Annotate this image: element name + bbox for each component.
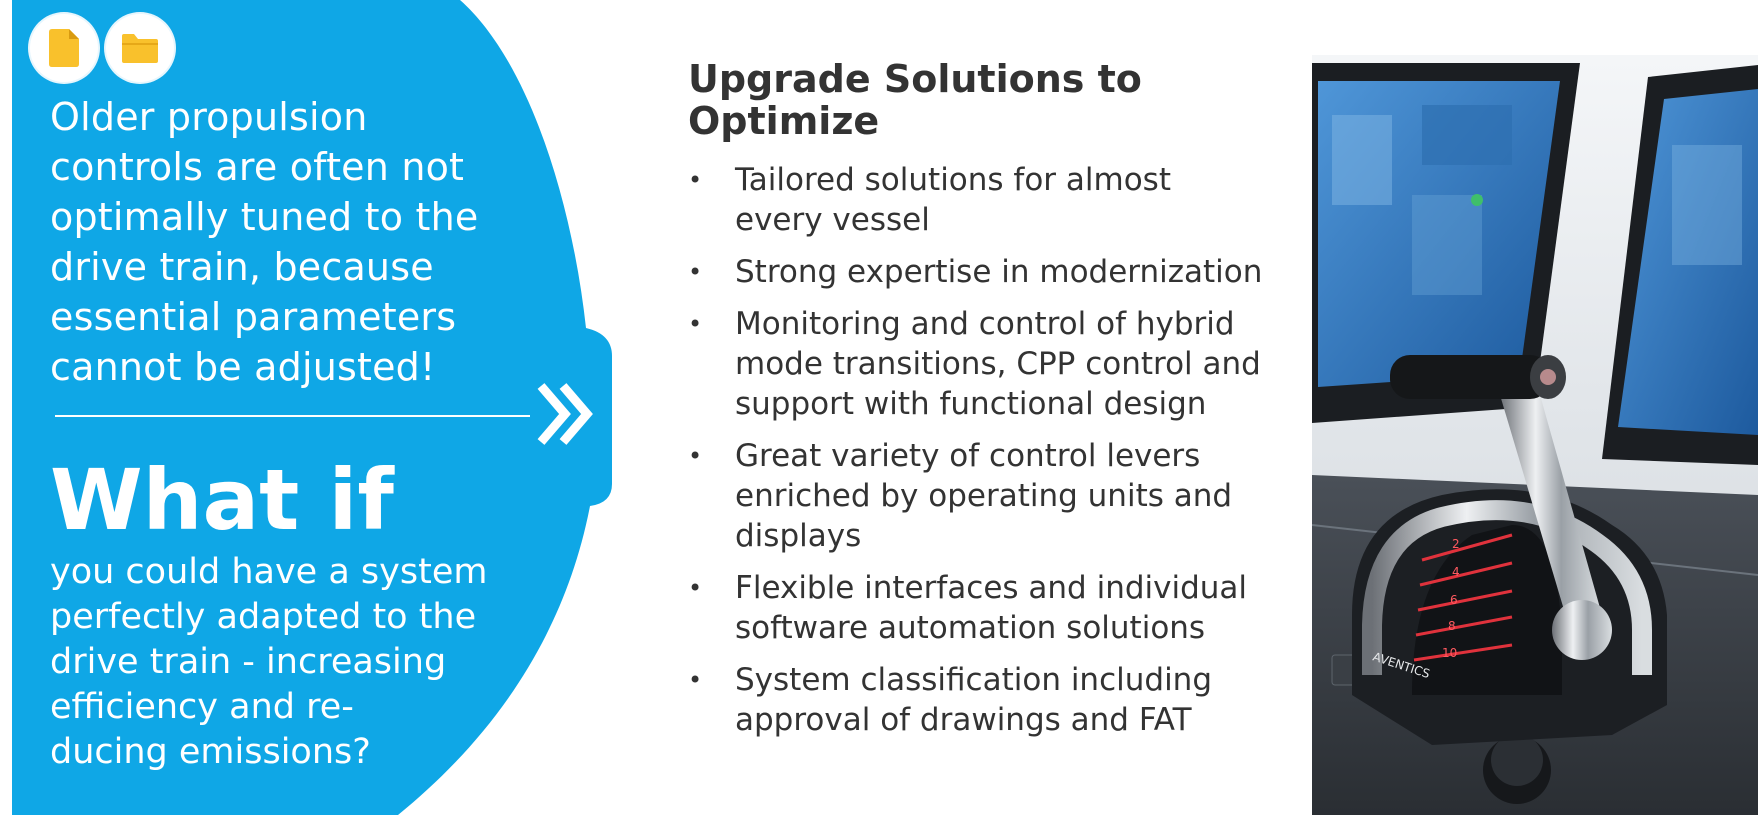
problem-line: drive train, because: [50, 245, 434, 289]
problem-line: essential parameters: [50, 295, 457, 339]
list-item-line: System classification including: [735, 662, 1213, 698]
list-item-line: Tailored solutions for almost: [735, 162, 1171, 198]
solutions-heading: Upgrade Solutions to Optimize: [688, 58, 1248, 142]
answer-line: drive train - increasing: [50, 642, 447, 682]
scale-label: 6: [1450, 593, 1458, 607]
right-monitor: [1602, 65, 1758, 465]
problem-line: controls are often not: [50, 145, 465, 189]
bullet: •: [688, 442, 703, 470]
scale-label: 2: [1452, 537, 1460, 551]
bullet: •: [688, 666, 703, 694]
teaser-bubble-shape: [0, 0, 621, 815]
problem-line: Older propulsion: [50, 95, 368, 139]
scale-label: 8: [1448, 619, 1456, 633]
double-chevron-right-icon[interactable]: [535, 382, 599, 446]
document-icon[interactable]: [30, 14, 98, 82]
list-item-line: Flexible interfaces and individual: [735, 570, 1248, 606]
control-lever: 2 4 6 8 10 AVENTICS: [1352, 355, 1667, 745]
list-item-line: approval of drawings and FAT: [735, 702, 1192, 738]
list-item: • Great variety of control levers enrich…: [688, 436, 1288, 556]
bullet: •: [688, 574, 703, 602]
bullet: •: [688, 166, 703, 194]
bullet: •: [688, 258, 703, 286]
bullet: •: [688, 310, 703, 338]
folder-icon[interactable]: [106, 14, 174, 82]
list-item-line: every vessel: [735, 202, 930, 238]
problem-statement: Older propulsion controls are often not …: [50, 92, 500, 392]
list-item-line: Strong expertise in modernization: [735, 254, 1263, 290]
answer-line: perfectly adapted to the: [50, 597, 477, 637]
list-item: • System classification including approv…: [688, 660, 1288, 740]
ship-control-lever-photo: 2 4 6 8 10 AVENTICS: [1312, 55, 1758, 815]
answer-line: you could have a system: [50, 552, 488, 592]
list-item-line: Great variety of control levers: [735, 438, 1201, 474]
left-monitor: [1312, 63, 1580, 423]
list-item-line: software automation solutions: [735, 610, 1206, 646]
benefit-list: • Tailored solutions for almost every ve…: [688, 160, 1288, 752]
list-item-line: mode transitions, CPP control and: [735, 346, 1261, 382]
list-item: • Monitoring and control of hybrid mode …: [688, 304, 1288, 424]
list-item: • Strong expertise in modernization: [688, 252, 1288, 292]
heading-line: Upgrade Solutions to: [688, 57, 1142, 101]
problem-line: cannot be adjusted!: [50, 345, 436, 389]
list-item: • Tailored solutions for almost every ve…: [688, 160, 1288, 240]
answer-line: efficiency and re-: [50, 687, 354, 727]
heading-line: Optimize: [688, 99, 880, 143]
list-item-line: support with functional design: [735, 386, 1207, 422]
list-item-line: Monitoring and control of hybrid: [735, 306, 1235, 342]
scale-label: 4: [1452, 565, 1460, 579]
problem-line: optimally tuned to the: [50, 195, 479, 239]
answer-statement: you could have a system perfectly adapte…: [50, 550, 510, 775]
list-item-line: displays: [735, 518, 862, 554]
list-item-line: enriched by operating units and: [735, 478, 1233, 514]
scale-label: 10: [1442, 646, 1457, 660]
lever-scale: 2 4 6 8 10: [1413, 533, 1513, 662]
answer-line: ducing emissions?: [50, 732, 371, 772]
divider-line: [55, 415, 530, 417]
list-item: • Flexible interfaces and individual sof…: [688, 568, 1288, 648]
what-if-headline: What if: [50, 451, 394, 549]
